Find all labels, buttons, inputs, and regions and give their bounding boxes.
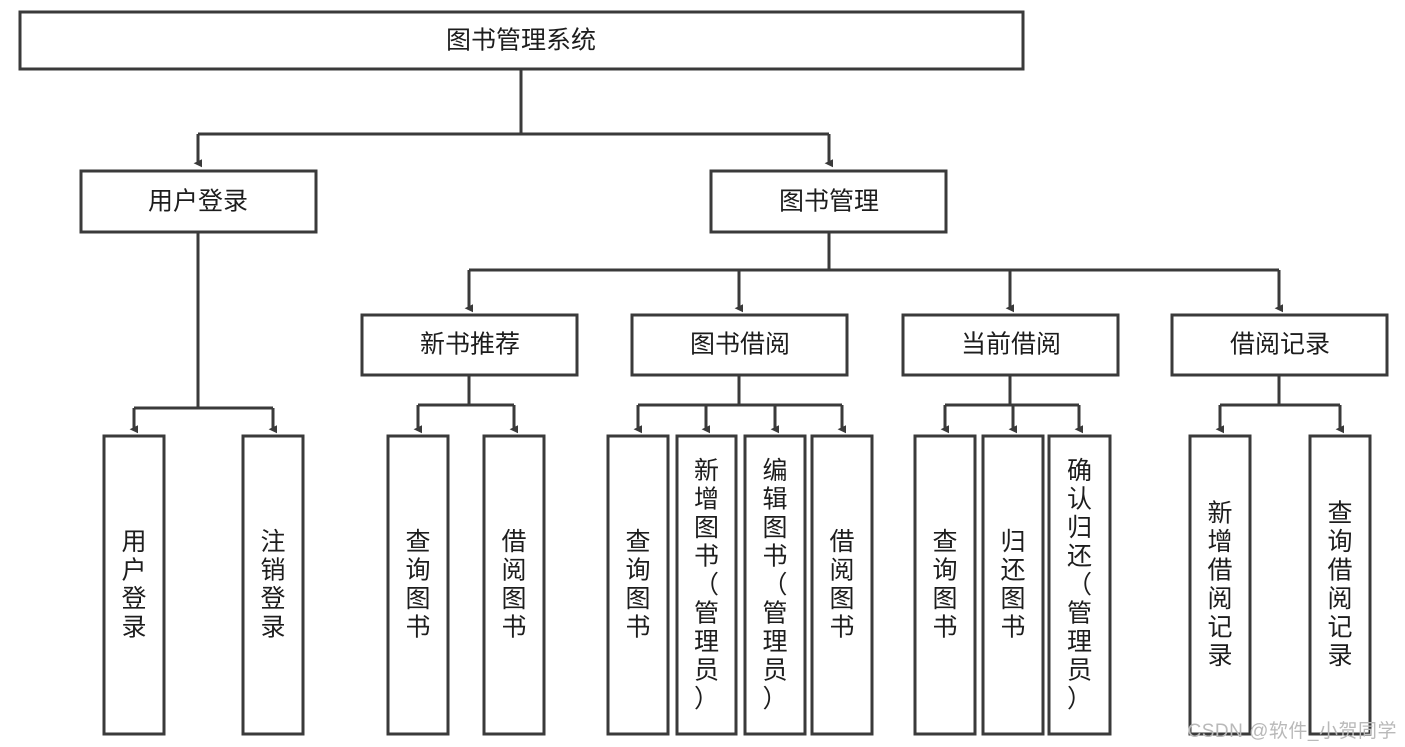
node-leaf-add-borrow-record-label: 新增借阅记录 <box>1207 500 1232 671</box>
node-leaf-query-book-borrow[interactable]: 查询图书 <box>606 434 670 736</box>
node-leaf-add-book-admin[interactable]: 新增图书（管理员） <box>675 434 738 736</box>
node-leaf-query-book-current[interactable]: 查询图书 <box>913 434 977 736</box>
node-leaf-add-book-admin-label: 新增图书（管理员） <box>694 457 719 713</box>
node-book-management-box <box>709 169 948 234</box>
node-leaf-borrow-book-rec-label: 借阅图书 <box>501 528 526 642</box>
node-book-management[interactable]: 图书管理 <box>709 169 948 234</box>
leaf-node-layer: 用户登录 注销登录 查询图书 借阅图书 查询图书 新增图书（管理员） 编辑图书（管理员） 借阅… <box>102 434 1372 736</box>
node-leaf-borrow-book-rec[interactable]: 借阅图书 <box>482 434 546 736</box>
node-book-borrow-box <box>630 313 849 377</box>
node-leaf-confirm-return-admin-box <box>1047 434 1112 736</box>
node-new-book-recommend[interactable]: 新书推荐 <box>360 313 579 377</box>
node-leaf-query-book-current-box <box>913 434 977 736</box>
connector-layer <box>129 69 1345 434</box>
node-borrow-records[interactable]: 借阅记录 <box>1170 313 1389 377</box>
node-leaf-return-book-label: 归还图书 <box>1000 528 1025 642</box>
node-leaf-borrow-book-rec-box <box>482 434 546 736</box>
node-leaf-user-login-label: 用户登录 <box>121 528 146 642</box>
node-new-book-recommend-box <box>360 313 579 377</box>
node-leaf-edit-book-admin-label: 编辑图书（管理员） <box>762 457 787 713</box>
node-leaf-query-book-borrow-label: 查询图书 <box>625 528 650 642</box>
node-leaf-query-book-borrow-box <box>606 434 670 736</box>
node-leaf-add-book-admin-box <box>675 434 738 736</box>
node-leaf-query-book-rec-label: 查询图书 <box>405 528 430 642</box>
node-leaf-return-book[interactable]: 归还图书 <box>981 434 1045 736</box>
node-leaf-user-login[interactable]: 用户登录 <box>102 434 166 736</box>
node-leaf-user-login-box <box>102 434 166 736</box>
node-book-borrow[interactable]: 图书借阅 <box>630 313 849 377</box>
node-borrow-records-box <box>1170 313 1389 377</box>
node-leaf-edit-book-admin-box <box>743 434 807 736</box>
node-leaf-query-book-rec-box <box>386 434 450 736</box>
node-leaf-logout-box <box>241 434 305 736</box>
node-leaf-return-book-box <box>981 434 1045 736</box>
node-leaf-edit-book-admin[interactable]: 编辑图书（管理员） <box>743 434 807 736</box>
node-root-box <box>18 10 1025 71</box>
node-leaf-borrow-book[interactable]: 借阅图书 <box>810 434 874 736</box>
node-leaf-query-book-current-label: 查询图书 <box>932 528 957 642</box>
node-root[interactable]: 图书管理系统 <box>18 10 1025 71</box>
node-new-book-recommend-label: 新书推荐 <box>420 331 520 359</box>
node-leaf-confirm-return-admin-label: 确认归还（管理员） <box>1067 457 1092 713</box>
node-leaf-logout-label: 注销登录 <box>260 528 285 642</box>
node-current-borrow-label: 当前借阅 <box>961 331 1061 359</box>
node-leaf-borrow-book-label: 借阅图书 <box>829 528 854 642</box>
node-leaf-query-borrow-record[interactable]: 查询借阅记录 <box>1308 434 1372 736</box>
node-leaf-query-book-rec[interactable]: 查询图书 <box>386 434 450 736</box>
node-book-management-label: 图书管理 <box>779 188 879 216</box>
node-leaf-logout[interactable]: 注销登录 <box>241 434 305 736</box>
node-leaf-borrow-book-box <box>810 434 874 736</box>
node-book-borrow-label: 图书借阅 <box>690 331 790 359</box>
node-user-login-box <box>79 169 318 234</box>
csdn-watermark: CSDN @软件_小贺同学 <box>1187 721 1397 742</box>
node-leaf-add-borrow-record-box <box>1188 434 1252 736</box>
node-leaf-query-borrow-record-box <box>1308 434 1372 736</box>
node-leaf-confirm-return-admin[interactable]: 确认归还（管理员） <box>1047 434 1112 736</box>
node-user-login[interactable]: 用户登录 <box>79 169 318 234</box>
node-borrow-records-label: 借阅记录 <box>1230 331 1330 359</box>
node-current-borrow-box <box>901 313 1120 377</box>
node-current-borrow[interactable]: 当前借阅 <box>901 313 1120 377</box>
node-leaf-query-borrow-record-label: 查询借阅记录 <box>1327 500 1352 671</box>
node-root-label: 图书管理系统 <box>446 27 596 55</box>
node-user-login-label: 用户登录 <box>148 188 248 216</box>
node-leaf-add-borrow-record[interactable]: 新增借阅记录 <box>1188 434 1252 736</box>
